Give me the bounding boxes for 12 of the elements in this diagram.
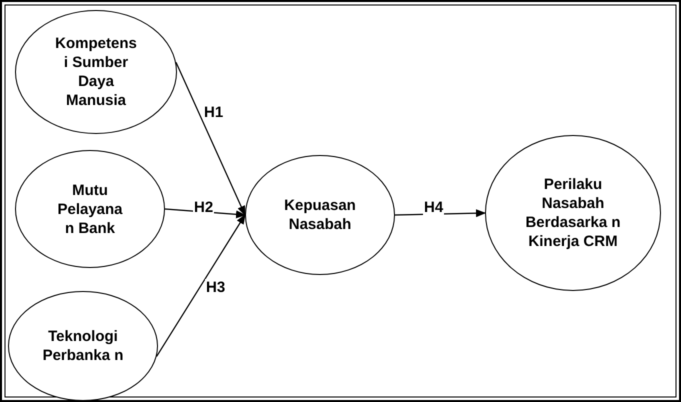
hypothesis-label: H1 (203, 104, 224, 121)
hypothesis-label: H4 (423, 199, 444, 216)
arrow (164, 208, 246, 218)
arrow (394, 209, 486, 218)
hypothesis-label: H2 (193, 199, 214, 216)
arrow (175, 62, 246, 216)
construct-label: Kepuasan Nasabah (283, 196, 357, 234)
arrow (156, 214, 246, 357)
construct-label: Kompetens i Sumber Daya Manusia (54, 34, 138, 110)
construct-label: Mutu Pelayana n Bank (56, 180, 124, 238)
construct-label: Teknologi Perbanka n (42, 327, 124, 365)
construct-label: Perilaku Nasabah Berdasarka n Kinerja CRM (525, 175, 621, 251)
